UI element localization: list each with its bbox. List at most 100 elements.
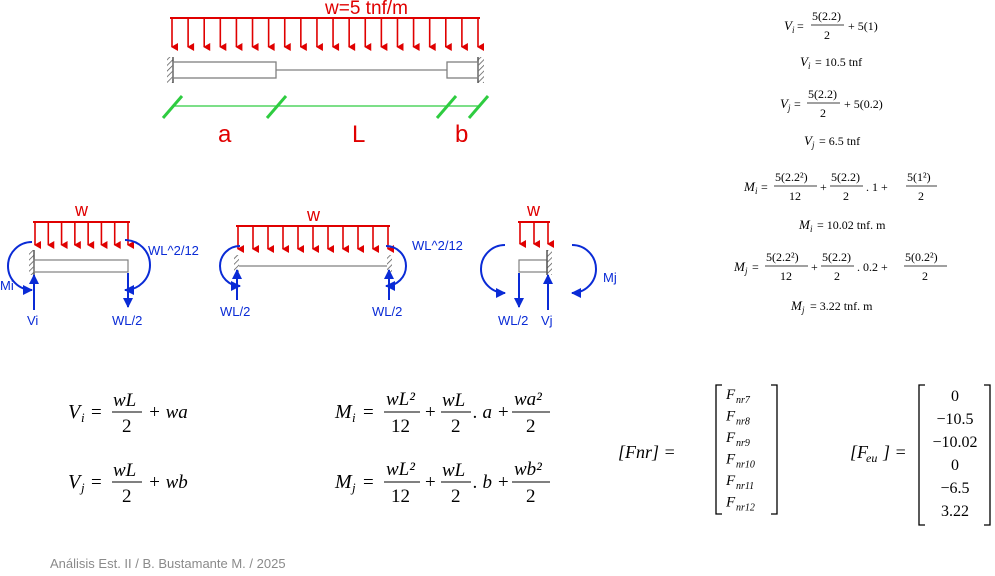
svg-text:2: 2 xyxy=(122,416,132,437)
fnr-entry: F xyxy=(725,495,736,511)
middle-moment-label: WL^2/12 xyxy=(412,238,463,253)
svg-text:wa²: wa² xyxy=(514,389,542,410)
right-load-label: w xyxy=(526,200,541,220)
svg-text:j: j xyxy=(744,266,748,276)
left-mi-label: Mi xyxy=(0,278,14,293)
middle-left-moment-arc xyxy=(219,245,241,291)
svg-text:=: = xyxy=(797,19,804,33)
right-shear-label: WL/2 xyxy=(498,313,528,328)
svg-text:5(2.2): 5(2.2) xyxy=(812,9,841,23)
middle-right-moment-arc xyxy=(385,245,407,291)
svg-text:wL: wL xyxy=(442,460,465,481)
svg-text:5(2.2): 5(2.2) xyxy=(808,87,837,101)
right-left-moment-arc xyxy=(480,244,506,298)
dim-label-b: b xyxy=(455,121,468,148)
svg-text:+ wb: + wb xyxy=(148,472,188,493)
svg-text:M: M xyxy=(733,259,746,274)
left-subbeam-diagram: w WL^2/12 Mi Vi WL/2 xyxy=(0,200,199,328)
fnr-right-bracket xyxy=(771,384,778,515)
moment-mj-arc xyxy=(571,244,597,298)
fnr-entry-sub: nr11 xyxy=(736,481,754,492)
svg-text:M: M xyxy=(790,298,803,313)
fnr-left-bracket xyxy=(715,384,722,515)
svg-text:M: M xyxy=(798,217,811,232)
svg-text:V: V xyxy=(68,401,83,423)
svg-text:12: 12 xyxy=(780,269,792,283)
svg-text:eu: eu xyxy=(866,451,877,465)
svg-text:5(2.2²): 5(2.2²) xyxy=(775,170,808,184)
feu-entry: −6.5 xyxy=(940,480,969,497)
svg-text:2: 2 xyxy=(122,486,132,507)
svg-text:+: + xyxy=(425,402,436,423)
fnr-entry-sub: nr12 xyxy=(736,503,755,514)
fnr-entry-sub: nr9 xyxy=(736,438,750,449)
svg-text:2: 2 xyxy=(834,269,840,283)
svg-text:[F: [F xyxy=(850,442,869,462)
svg-text:wL: wL xyxy=(113,390,136,411)
svg-text:wL²: wL² xyxy=(386,459,415,480)
right-load-arrows xyxy=(519,222,554,248)
fnr-entry: F xyxy=(725,473,736,489)
svg-text:2: 2 xyxy=(820,106,826,120)
svg-text:wb²: wb² xyxy=(514,459,542,480)
feu-entry: 0 xyxy=(951,388,959,405)
svg-text:2: 2 xyxy=(526,486,536,507)
svg-text:=: = xyxy=(794,97,801,111)
dim-label-a: a xyxy=(218,121,232,148)
svg-text:12: 12 xyxy=(391,416,410,437)
left-fixed-support xyxy=(167,57,173,83)
svg-text:wL: wL xyxy=(113,460,136,481)
svg-text:5(2.2): 5(2.2) xyxy=(831,170,860,184)
left-shear-label: WL/2 xyxy=(112,313,142,328)
svg-text:=: = xyxy=(363,402,374,423)
svg-text:=: = xyxy=(91,472,102,493)
svg-text:i: i xyxy=(792,25,795,35)
right-mj-label: Mj xyxy=(603,270,617,285)
svg-text:= 10.5 tnf: = 10.5 tnf xyxy=(815,55,862,69)
svg-text:j: j xyxy=(350,480,356,495)
svg-text:wL: wL xyxy=(442,390,465,411)
svg-text:2: 2 xyxy=(843,189,849,203)
svg-text:wL²: wL² xyxy=(386,389,415,410)
top-load-arrows xyxy=(171,18,484,51)
svg-text:5(1²): 5(1²) xyxy=(907,170,931,184)
left-sub-beam xyxy=(33,259,129,273)
left-sub-support xyxy=(29,250,34,275)
fnr-entry-sub: nr7 xyxy=(736,395,751,406)
svg-text:+ 5(1): + 5(1) xyxy=(848,19,878,33)
svg-text:12: 12 xyxy=(789,189,801,203)
svg-text:= 10.02 tnf. m: = 10.02 tnf. m xyxy=(817,218,886,232)
fnr-entry: F xyxy=(725,430,736,446)
svg-text:=: = xyxy=(363,472,374,493)
svg-text:V: V xyxy=(804,133,814,148)
feu-entry: −10.02 xyxy=(932,434,977,451)
svg-text:5(0.2²): 5(0.2²) xyxy=(905,250,938,264)
feu-vector: [F eu ] = 0−10.5−10.020−6.53.22 xyxy=(850,384,991,526)
svg-text:j: j xyxy=(801,305,805,315)
dimension-line xyxy=(161,95,490,119)
left-vi-label: Vi xyxy=(27,313,38,328)
middle-load-label: w xyxy=(306,205,321,225)
svg-text:12: 12 xyxy=(391,486,410,507)
svg-text:5(2.2): 5(2.2) xyxy=(822,250,851,264)
svg-text:+: + xyxy=(820,180,827,194)
svg-text:V: V xyxy=(784,18,794,33)
right-vj-label: Vj xyxy=(541,313,553,328)
rigid-segment-a xyxy=(172,61,277,79)
left-load-label: w xyxy=(74,200,89,220)
svg-text:[Fnr] =: [Fnr] = xyxy=(618,442,676,462)
feu-entry: −10.5 xyxy=(936,411,973,428)
top-beam-diagram: w=5 tnf/m a L b xyxy=(161,0,490,148)
